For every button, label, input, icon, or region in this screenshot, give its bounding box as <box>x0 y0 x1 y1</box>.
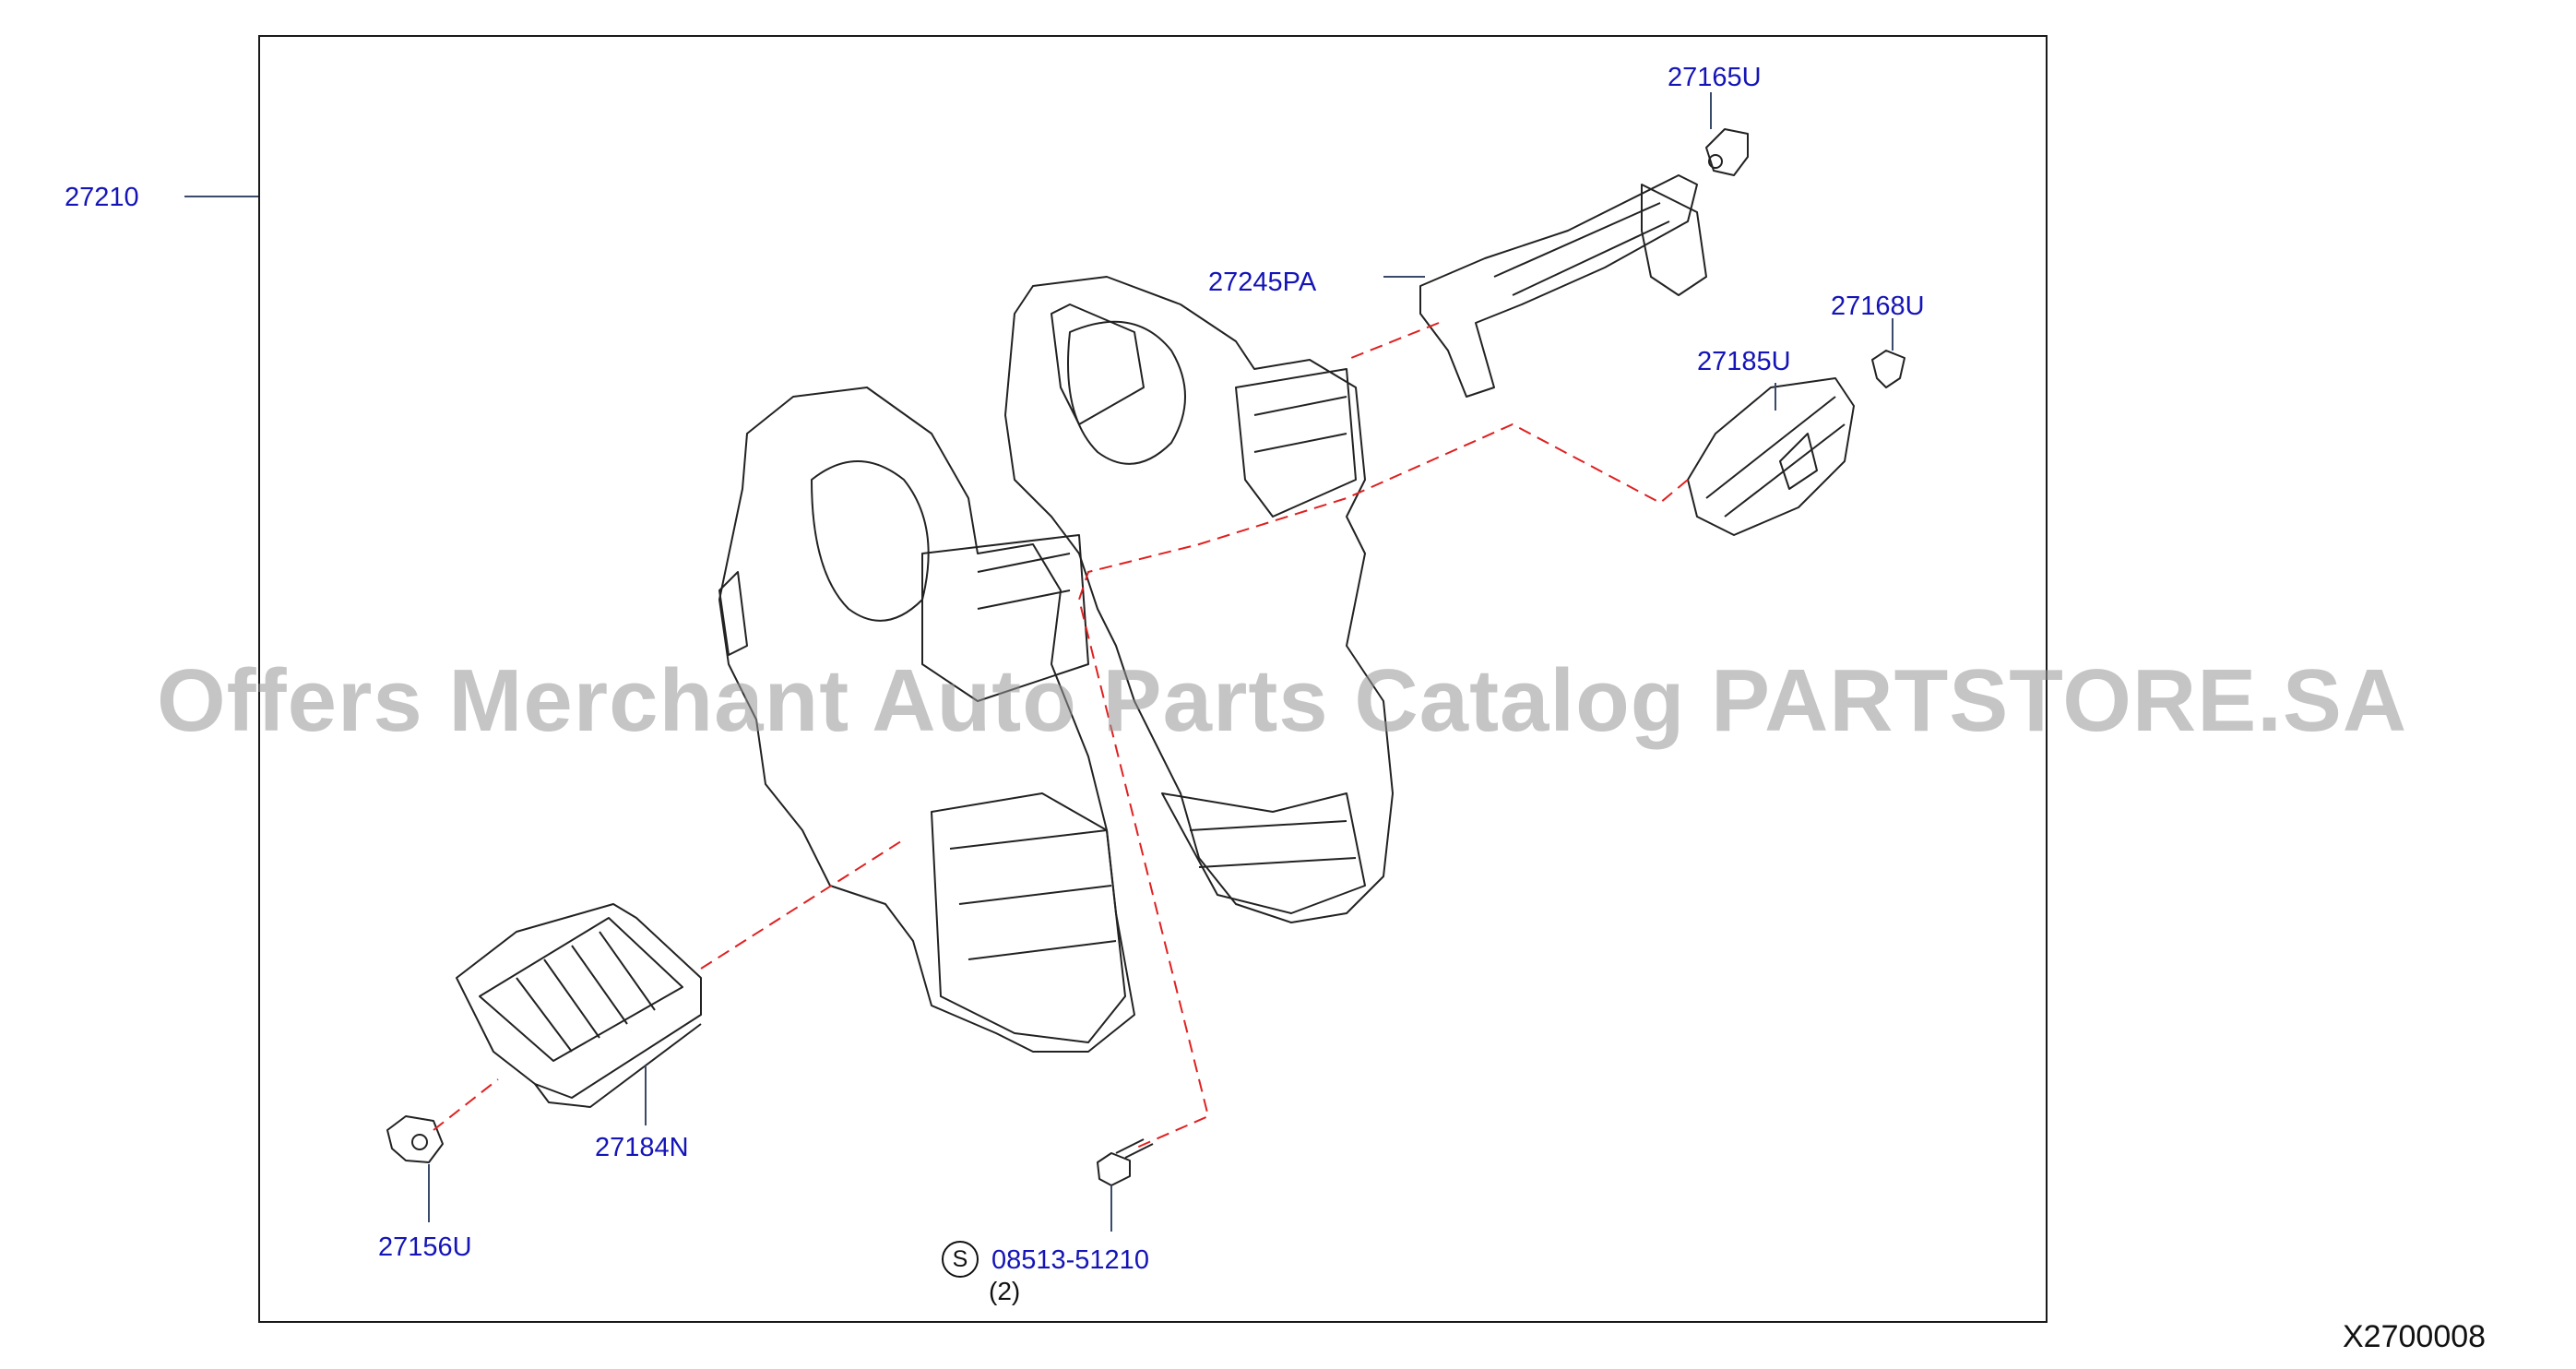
quantity-label: (2) <box>989 1277 1021 1305</box>
clip-27165u-drawing <box>1705 128 1749 176</box>
label-27245pa[interactable]: 27245PA <box>1208 268 1317 297</box>
dashed-leaders <box>433 322 1689 1149</box>
label-27156u[interactable]: 27156U <box>378 1232 472 1262</box>
screw-drawing <box>1097 1138 1154 1186</box>
label-27185u[interactable]: 27185U <box>1697 347 1791 376</box>
label-27184n[interactable]: 27184N <box>595 1133 689 1162</box>
diagram-frame <box>258 35 2048 1323</box>
door-link-drawing <box>1419 174 1707 398</box>
label-27165u[interactable]: 27165U <box>1668 63 1762 92</box>
leader-lines <box>184 92 1893 1232</box>
label-27168u[interactable]: 27168U <box>1831 292 1925 321</box>
standard-part-mark: S <box>942 1241 979 1278</box>
label-08513-51210[interactable]: 08513-51210 <box>991 1245 1149 1275</box>
watermark-text: Offers Merchant Auto Parts Catalog PARTS… <box>157 651 2408 750</box>
clip-27168u-drawing <box>1871 350 1905 388</box>
air-mix-door-drawing <box>1687 377 1855 536</box>
clip-27156u-drawing <box>386 1115 444 1163</box>
heater-case-drawing <box>718 276 1394 1053</box>
label-27210[interactable]: 27210 <box>65 183 139 212</box>
diagram-code: X2700008 <box>2343 1319 2487 1354</box>
